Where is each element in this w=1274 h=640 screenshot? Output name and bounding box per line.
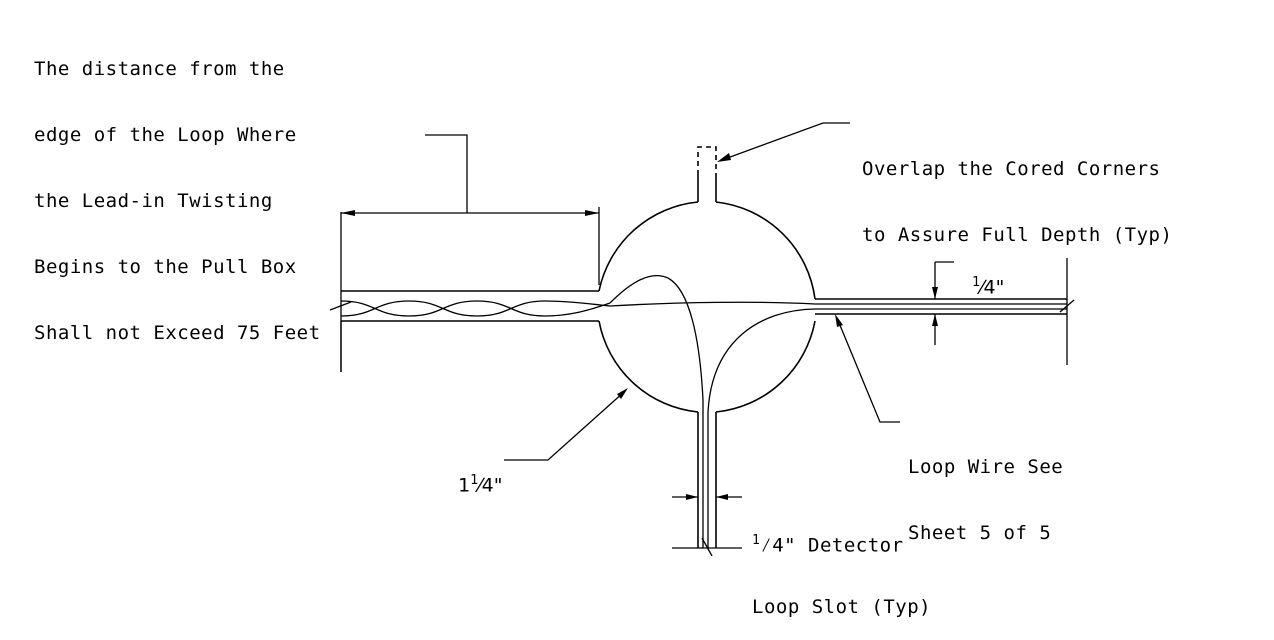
wire-loop-to-bottom bbox=[609, 274, 704, 401]
one-quarter-inch-whole: 1 bbox=[458, 474, 471, 497]
slot-dim-arrow-right bbox=[716, 494, 728, 500]
slot-note-line: 1⁄4" Detector bbox=[752, 530, 931, 556]
lead-in-note-line: edge of the Loop Where bbox=[34, 124, 297, 146]
overlap-leader bbox=[721, 122, 850, 161]
top-slot-overlap-dashed bbox=[697, 146, 717, 175]
slot-note-text: ⁄4" Detector bbox=[760, 534, 904, 557]
quarter-dim-arrow-top bbox=[932, 287, 938, 299]
slot-note: 1⁄4" Detector Loop Slot (Typ) bbox=[752, 486, 931, 640]
twisted-wire-a bbox=[340, 300, 611, 317]
bottom-break-line bbox=[701, 537, 713, 556]
twisted-wire-b bbox=[340, 300, 611, 317]
loop-wire-note-line: Sheet 5 of 5 bbox=[908, 522, 1052, 544]
slot-dim-arrow-left bbox=[686, 494, 698, 500]
one-quarter-inch-numerator: 1 bbox=[470, 473, 479, 488]
overlap-note-line: to Assure Full Depth (Typ) bbox=[862, 224, 1173, 246]
dim-arrow-right bbox=[585, 210, 599, 216]
wire-right-to-bottom bbox=[707, 308, 816, 413]
loop-wire-leader bbox=[836, 317, 900, 423]
slot-note-line: Loop Slot (Typ) bbox=[752, 596, 932, 618]
overlap-arrow bbox=[717, 153, 731, 162]
one-quarter-inch-text: ⁄4" bbox=[478, 474, 503, 497]
radius-leader bbox=[504, 391, 625, 461]
loop-wire-note-line: Loop Wire See bbox=[908, 456, 1064, 478]
lead-in-note-line: The distance from the bbox=[34, 58, 285, 80]
quarter-inch-label: 1⁄4" bbox=[960, 250, 1004, 298]
quarter-dim-arrow-bottom bbox=[932, 314, 938, 326]
one-quarter-inch-label: 11⁄4" bbox=[446, 448, 502, 496]
wire-to-right-slot bbox=[609, 301, 816, 307]
slot-note-numerator: 1 bbox=[752, 533, 761, 548]
loop-detector-drawing bbox=[329, 122, 1075, 556]
radius-arrow bbox=[617, 388, 628, 399]
loop-wire-note: Loop Wire See Sheet 5 of 5 bbox=[908, 412, 1063, 566]
lead-in-leader bbox=[425, 134, 468, 213]
lead-in-note-line: the Lead-in Twisting bbox=[34, 190, 273, 212]
quarter-inch-numerator: 1 bbox=[972, 275, 981, 290]
pull-box-circle bbox=[598, 201, 816, 413]
lead-in-note-line: Begins to the Pull Box bbox=[34, 256, 297, 278]
overlap-note-line: Overlap the Cored Corners bbox=[862, 158, 1161, 180]
dim-arrow-left bbox=[341, 210, 355, 216]
lead-in-note: The distance from the edge of the Loop W… bbox=[34, 14, 321, 366]
loop-wire-arrow bbox=[835, 314, 843, 327]
lead-in-note-line: Shall not Exceed 75 Feet bbox=[34, 322, 321, 344]
overlap-note: Overlap the Cored Corners to Assure Full… bbox=[862, 114, 1172, 268]
quarter-inch-text: ⁄4" bbox=[980, 276, 1005, 299]
